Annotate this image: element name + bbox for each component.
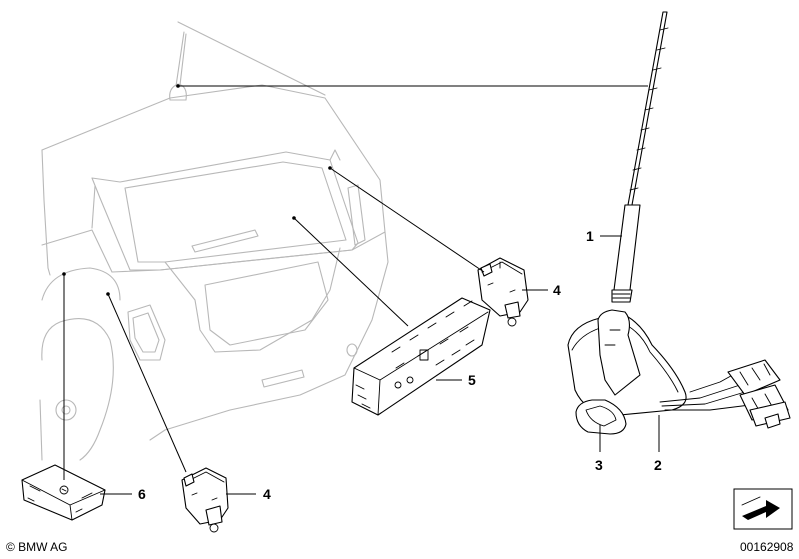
copyright-text: © BMW AG xyxy=(6,540,68,554)
callout-1: 1 xyxy=(586,228,594,244)
callout-4-upper: 4 xyxy=(553,282,561,298)
drawing-number: 00162908 xyxy=(740,540,794,554)
amplifier-lower-part xyxy=(181,467,229,533)
callout-4-lower: 4 xyxy=(263,486,271,502)
callout-numbers: 1 2 3 4 4 5 6 xyxy=(138,228,662,502)
leader-lines xyxy=(62,84,660,495)
callout-3: 3 xyxy=(595,457,603,473)
antenna-base-part xyxy=(567,309,791,429)
callout-5: 5 xyxy=(468,372,476,388)
control-unit-part xyxy=(21,464,106,521)
callout-6: 6 xyxy=(138,486,146,502)
tuner-module-part xyxy=(351,297,491,416)
rod-antenna-part xyxy=(611,11,669,303)
callout-2: 2 xyxy=(654,457,662,473)
arrow-bent-icon[interactable] xyxy=(733,488,793,530)
car-outline xyxy=(39,21,389,461)
gasket-part xyxy=(575,399,627,435)
amplifier-upper-part xyxy=(477,257,529,327)
